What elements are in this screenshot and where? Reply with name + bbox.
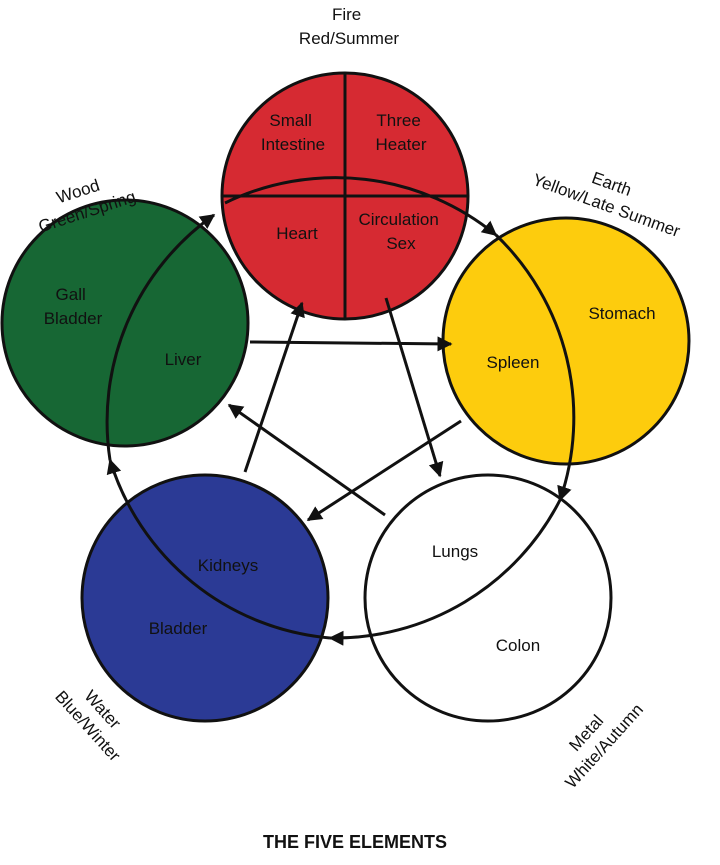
- organ-label-circulation-sex: Circulation Sex: [358, 210, 443, 253]
- organ-label-small-intestine: Small Intestine: [261, 111, 325, 154]
- svg-text:Metal White/Autumn: Metal White/Autumn: [545, 685, 647, 792]
- generating-arc-water-to-wood: [106, 458, 331, 640]
- wood-circle: [0, 198, 250, 448]
- generating-arc-wood-to-fire: [105, 213, 216, 461]
- control-arrow-wood-to-earth: [249, 336, 453, 352]
- water-circle: [80, 473, 330, 723]
- control-arrow-earth-to-water: [306, 419, 462, 522]
- organ-label-colon: Colon: [496, 636, 540, 655]
- element-label-fire: Fire Red/Summer: [299, 5, 399, 48]
- organ-label-gall-bladder: Gall Bladder: [44, 285, 103, 328]
- generating-arc-earth-to-metal: [494, 233, 576, 502]
- organ-label-liver: Liver: [165, 350, 202, 369]
- earth-circle: [441, 216, 691, 466]
- organ-label-stomach: Stomach: [588, 304, 655, 323]
- organ-label-spleen: Spleen: [487, 353, 540, 372]
- organ-label-lungs: Lungs: [432, 542, 478, 561]
- control-arrow-metal-to-wood: [227, 403, 386, 517]
- generating-arc-metal-to-water: [328, 499, 562, 646]
- organ-label-three-heater: Three Heater: [375, 111, 426, 154]
- organ-label-kidneys: Kidneys: [198, 556, 258, 575]
- organ-label-bladder: Bladder: [149, 619, 208, 638]
- control-arrow-fire-to-metal: [384, 297, 444, 478]
- control-arrow-water-to-fire: [243, 301, 305, 473]
- element-label-metal: Metal White/Autumn: [545, 685, 647, 792]
- generating-arc-fire-to-earth: [224, 176, 498, 237]
- metal-circle: [363, 473, 613, 723]
- organ-label-heart: Heart: [276, 224, 318, 243]
- diagram-title: THE FIVE ELEMENTS: [263, 832, 447, 852]
